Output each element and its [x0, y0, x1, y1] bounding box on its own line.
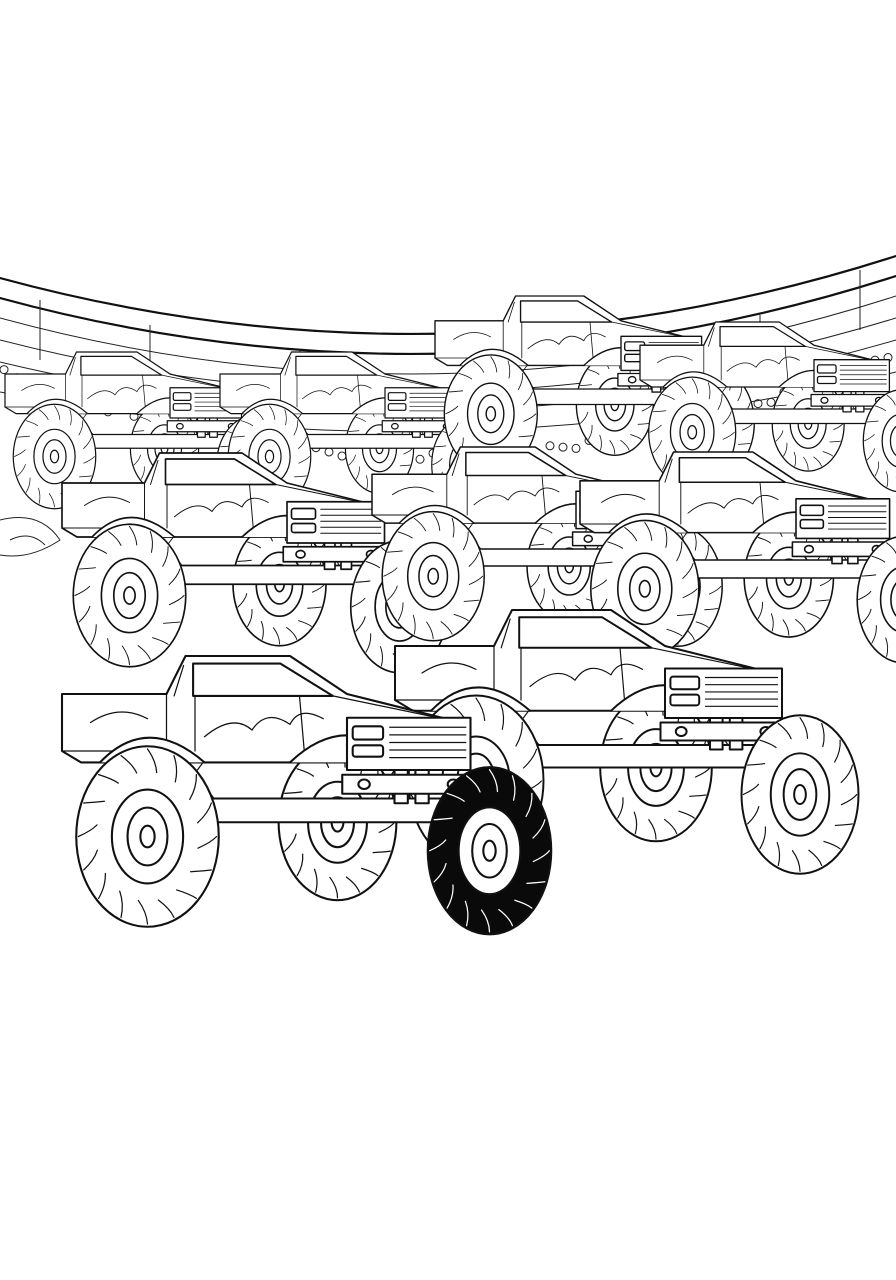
tire — [381, 510, 485, 642]
monster-trucks — [4, 295, 896, 936]
tire — [72, 523, 187, 668]
tire — [426, 766, 553, 936]
tire — [12, 403, 97, 510]
tire — [862, 389, 896, 493]
monster-truck-front-left — [60, 654, 553, 936]
monster-truck-mid-right — [579, 451, 896, 663]
truck-grille — [341, 716, 477, 795]
tire — [740, 714, 860, 875]
truck-grille — [791, 498, 894, 558]
monster-truck-back-left — [4, 351, 289, 514]
truck-grille — [282, 500, 390, 563]
tire — [856, 536, 896, 663]
tire — [75, 745, 220, 928]
